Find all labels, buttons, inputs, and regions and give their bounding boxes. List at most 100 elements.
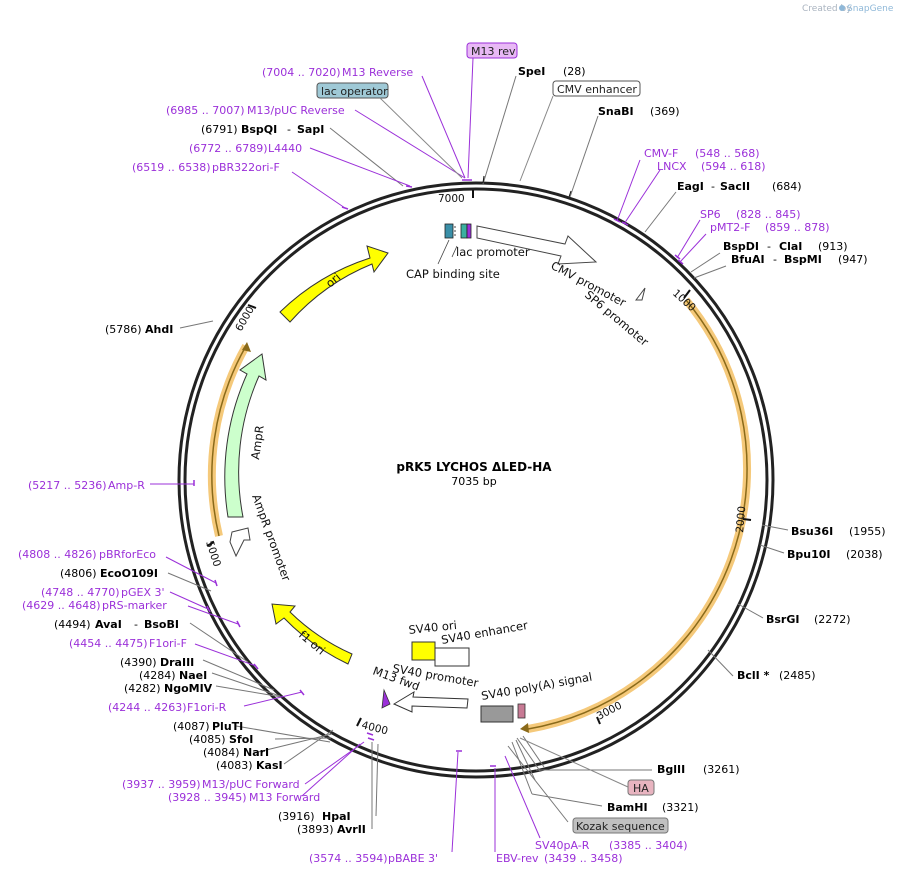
- enzyme-naei-pos: (4284): [139, 669, 176, 682]
- enzyme-avai-dash: -: [134, 618, 138, 631]
- enzyme-eagi-pos: (684): [772, 180, 802, 193]
- enzyme-nari: NarI: [243, 746, 269, 759]
- tick-label-5000: 5000: [203, 539, 223, 568]
- insert-arrowhead: [520, 723, 529, 733]
- enzyme-hpai: HpaI: [322, 810, 351, 823]
- m13-fwd-arrow: [381, 688, 391, 709]
- tick-label-4000: 4000: [360, 719, 389, 737]
- primer-sp6-range: (828 .. 845): [736, 208, 801, 221]
- enzyme-bpu10i-pos: (2038): [846, 548, 883, 561]
- primer-ebv-rev-range: (3439 .. 3458): [544, 852, 623, 865]
- tick-label-7000: 7000: [438, 193, 465, 205]
- primer-f1ori-r-range: (4244 .. 4263): [108, 701, 187, 714]
- cmv-promoter-arrow: [476, 225, 598, 265]
- snapgene-logo-icon: [839, 5, 845, 11]
- enzyme-bspqi: BspQI: [241, 123, 277, 136]
- enzyme-leaders: [167, 75, 789, 829]
- enzyme-bsrgi: BsrGI: [766, 613, 799, 626]
- enzyme-nari-pos: (4084): [203, 746, 240, 759]
- enzyme-snabi: SnaBI: [598, 105, 634, 118]
- primer-cmv-f-range: (548 .. 568): [695, 147, 760, 160]
- enzyme-bfuai-dash: -: [773, 253, 777, 266]
- primer-m13puc-forward-range: (3937 .. 3959): [122, 778, 201, 791]
- primer-m13-forward: M13 Forward: [249, 791, 320, 804]
- tick-2000: [742, 518, 752, 521]
- enzyme-ngomiv: NgoMIV: [164, 682, 213, 695]
- ha-tag-label: HA: [633, 782, 649, 795]
- enzyme-draiii: DraIII: [160, 656, 194, 669]
- primer-sv40pa-r: SV40pA-R: [535, 839, 590, 852]
- lac-promoter-leader: [451, 245, 458, 258]
- primer-lncx-range: (594 .. 618): [701, 160, 766, 173]
- lac-promoter-label: lac promoter: [456, 245, 530, 259]
- sv40-promoter-arrow: [392, 690, 469, 713]
- primer-pbabe3: pBABE 3': [388, 852, 438, 865]
- enzyme-bspdi: BspDI: [723, 240, 759, 253]
- tick-1000: [683, 289, 691, 299]
- primer-pgex3-range: (4748 .. 4770): [41, 586, 120, 599]
- enzyme-bspqi-pos: (6791): [201, 123, 238, 136]
- tick-5000: [206, 541, 215, 547]
- primer-prs-marker-range: (4629 .. 4648): [22, 599, 101, 612]
- primer-l4440-range: (6772 .. 6789): [189, 142, 268, 155]
- enzyme-bglii-pos: (3261): [703, 763, 740, 776]
- ampr-promoter-label: AmpR promoter: [249, 492, 294, 583]
- primer-pbabe3-range: (3574 .. 3594): [309, 852, 388, 865]
- primer-lncx: LNCX: [657, 160, 687, 173]
- primer-pbrforeco: pBRforEco: [99, 548, 156, 561]
- m13-rev-box: [466, 223, 472, 239]
- enzyme-bsobi: BsoBI: [144, 618, 179, 631]
- enzyme-eco0109i: EcoO109I: [100, 567, 158, 580]
- primer-f1ori-f-range: (4454 .. 4475): [69, 637, 148, 650]
- enzyme-eagi: EagI: [677, 180, 704, 193]
- enzyme-bfuai-pos: (947): [838, 253, 868, 266]
- enzyme-avai-pos: (4494): [54, 618, 91, 631]
- cap-site-box: [444, 223, 454, 239]
- enzyme-spei: SpeI: [518, 65, 545, 78]
- enzyme-avai: AvaI: [95, 618, 122, 631]
- sv40-polya-box: [480, 705, 514, 723]
- enzyme-bcli-pos: (2485): [779, 669, 816, 682]
- sv40-enhancer-box: [434, 647, 470, 667]
- cmv-enhancer-tag-label: CMV enhancer: [557, 83, 637, 96]
- snapgene-logo: SnapGene: [847, 4, 894, 14]
- primer-pmt2-f: pMT2-F: [710, 221, 751, 234]
- enzyme-ngomiv-pos: (4282): [124, 682, 161, 695]
- enzyme-ahdi-pos: (5786): [105, 323, 142, 336]
- primer-pgex3: pGEX 3': [121, 586, 165, 599]
- enzyme-bamhi-pos: (3321): [662, 801, 699, 814]
- primer-pbrforeco-range: (4808 .. 4826): [18, 548, 97, 561]
- ampr-promoter-arrow: [229, 527, 251, 558]
- enzyme-bfuai: BfuAI: [731, 253, 765, 266]
- tick-6000: [247, 304, 257, 309]
- ampr-line: [211, 345, 247, 537]
- cap-site-label: CAP binding site: [406, 267, 500, 281]
- primer-pbr322ori-f-range: (6519 .. 6538): [132, 161, 211, 174]
- backbone-inner: [183, 187, 769, 773]
- enzyme-sfoi-pos: (4085): [189, 733, 226, 746]
- enzyme-sacii: SacII: [720, 180, 750, 193]
- primer-m13-reverse-range: (7004 .. 7020): [262, 66, 341, 79]
- ha-tag: [627, 779, 655, 796]
- ampr-arrow: [224, 353, 267, 518]
- cmv-enhancer-tag: [552, 80, 641, 97]
- enzyme-avrii-pos: (3893): [297, 823, 334, 836]
- tick-label-6000: 6000: [233, 304, 257, 333]
- tick-3000: [596, 716, 601, 725]
- primer-f1ori-f: F1ori-F: [149, 637, 187, 650]
- lac-operator-leader: [379, 97, 463, 179]
- enzyme-bsu36i: Bsu36I: [791, 525, 833, 538]
- lac-operator-tag: [316, 82, 389, 99]
- kozak-tag: [572, 817, 669, 834]
- ampr-label: AmpR: [248, 424, 267, 460]
- enzyme-bamhi: BamHI: [607, 801, 648, 814]
- backbone-outer: [177, 181, 775, 779]
- sv40-ori-box: [411, 641, 436, 661]
- enzyme-eco0109i-pos: (4806): [60, 567, 97, 580]
- enzyme-kasi: KasI: [256, 759, 283, 772]
- plasmid-length: 7035 bp: [451, 475, 496, 488]
- enzyme-bsrgi-pos: (2272): [814, 613, 851, 626]
- sv40-ori-label: SV40 ori: [408, 618, 458, 637]
- primer-sv40pa-r-range: (3385 .. 3404): [609, 839, 688, 852]
